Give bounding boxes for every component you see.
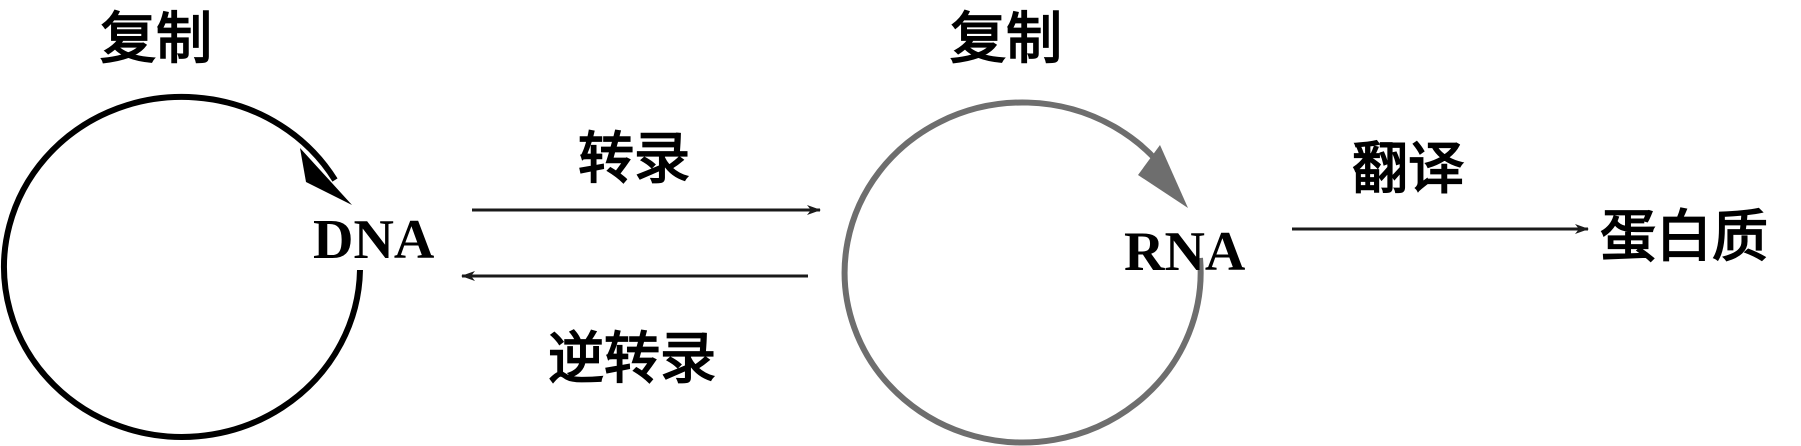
transcription-edge: 转录 — [472, 126, 821, 215]
rna-replication-loop: 复制 — [841, 6, 1204, 446]
protein-node-label: 蛋白质 — [1600, 204, 1768, 270]
translation-edge: 翻译 — [1292, 136, 1589, 234]
dna-replication-arrowhead — [300, 148, 352, 205]
dna-replication-circle — [1, 93, 363, 440]
translation-label: 翻译 — [1352, 136, 1465, 202]
rna-node-label: RNA — [1124, 221, 1246, 283]
reverse-transcription-label: 逆转录 — [548, 326, 716, 392]
dna-node-label: DNA — [313, 209, 435, 271]
rna-replication-arrowhead — [1138, 145, 1188, 208]
reverse-transcription-edge: 逆转录 — [461, 271, 808, 392]
dna-replication-loop: 复制 — [1, 6, 363, 440]
dna-replication-label: 复制 — [100, 6, 212, 72]
rna-replication-circle — [841, 99, 1204, 446]
transcription-label: 转录 — [578, 126, 690, 192]
rna-replication-label: 复制 — [950, 6, 1062, 72]
